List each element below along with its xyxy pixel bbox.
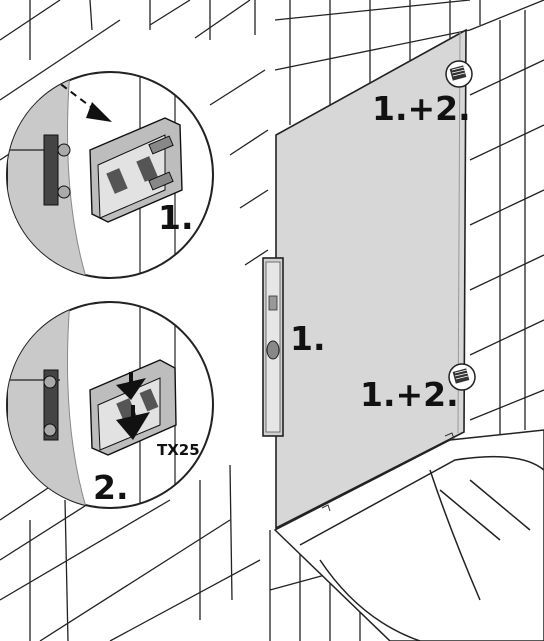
down-arrow-icon (116, 378, 146, 400)
detail-circle-bottom (6, 301, 214, 509)
down-arrow-icon (116, 412, 150, 440)
bracket-top-label: 1.+2. (372, 89, 471, 128)
bracket-bottom-label: 1.+2. (360, 375, 459, 414)
detail-circle-top (6, 71, 214, 279)
tool-size-label: TX25 (157, 441, 200, 459)
level-step-label: 1. (290, 319, 326, 358)
detail-top-step-label: 1. (158, 198, 194, 237)
bathtub (273, 429, 544, 641)
spirit-level (262, 257, 284, 437)
detail-bottom-step-label: 2. (93, 468, 129, 507)
wall-bracket-bottom (448, 363, 476, 391)
wall-bracket-top (445, 60, 473, 88)
